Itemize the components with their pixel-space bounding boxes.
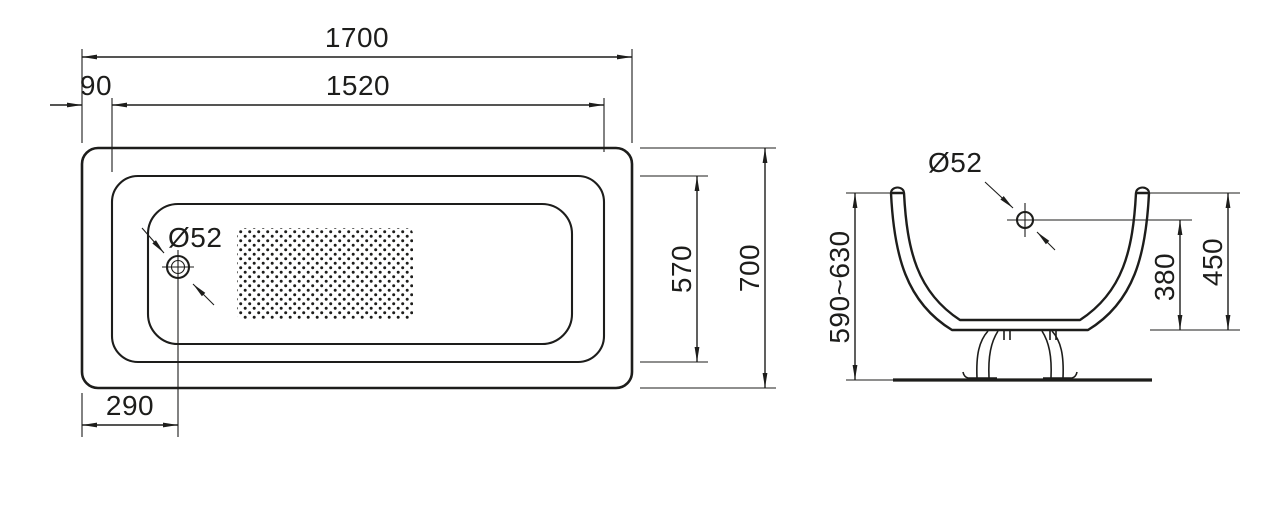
foot-leg bbox=[988, 330, 999, 379]
dim-total-width: 700 bbox=[734, 148, 768, 388]
drain-symbol-section bbox=[1007, 203, 1192, 237]
dim-inner-length: 1520 bbox=[112, 70, 604, 108]
top-view: Ø52 1700 90 1520 bbox=[50, 22, 776, 437]
foot-bracket-ticks bbox=[1003, 331, 1057, 340]
drain-callout-section: Ø52 bbox=[928, 147, 1056, 251]
dim-drain-offset: 290 bbox=[82, 390, 178, 428]
dim-label: 450 bbox=[1197, 238, 1228, 286]
dim-rim-offset: 90 bbox=[50, 70, 112, 108]
dim-label: 1700 bbox=[325, 22, 389, 53]
dim-label: 570 bbox=[666, 245, 697, 293]
foot-base bbox=[962, 371, 997, 379]
dim-inner-depth: 380 bbox=[1149, 220, 1183, 330]
drain-diameter-label: Ø52 bbox=[928, 147, 982, 178]
rim-curl-left bbox=[889, 186, 906, 194]
drain-leader-arrow bbox=[1036, 231, 1056, 251]
dim-label: 380 bbox=[1149, 253, 1180, 301]
foot-leg bbox=[1051, 330, 1064, 379]
foot-base bbox=[1043, 371, 1078, 379]
dim-label: 290 bbox=[106, 390, 154, 421]
dim-body-height: 450 bbox=[1197, 193, 1231, 330]
dim-label: 700 bbox=[734, 244, 765, 292]
section-view: Ø52 590~630 380 450 bbox=[824, 147, 1240, 382]
dim-label: 1520 bbox=[326, 70, 390, 101]
dim-inner-width: 570 bbox=[666, 176, 700, 362]
foot-leg bbox=[1041, 330, 1052, 379]
rim-curl-right bbox=[1134, 186, 1151, 194]
drain-leader-arrow bbox=[141, 227, 165, 254]
dim-label: 90 bbox=[80, 70, 112, 101]
drain-diameter-label: Ø52 bbox=[168, 222, 222, 253]
tub-feet bbox=[962, 330, 1078, 379]
antislip-dot-area bbox=[237, 228, 413, 320]
dim-installation-height: 590~630 bbox=[824, 193, 858, 380]
tub-floor-outline bbox=[146, 202, 574, 346]
foot-leg bbox=[976, 330, 989, 379]
dim-total-length: 1700 bbox=[82, 22, 632, 60]
drain-leader-arrow bbox=[192, 283, 215, 306]
drain-symbol bbox=[162, 250, 194, 437]
tub-inner-rim-outline bbox=[110, 174, 606, 364]
drain-leader-arrow bbox=[984, 181, 1014, 209]
tub-outer-outline bbox=[80, 146, 634, 390]
drain-callout: Ø52 bbox=[141, 222, 222, 306]
dim-label: 590~630 bbox=[824, 230, 855, 343]
